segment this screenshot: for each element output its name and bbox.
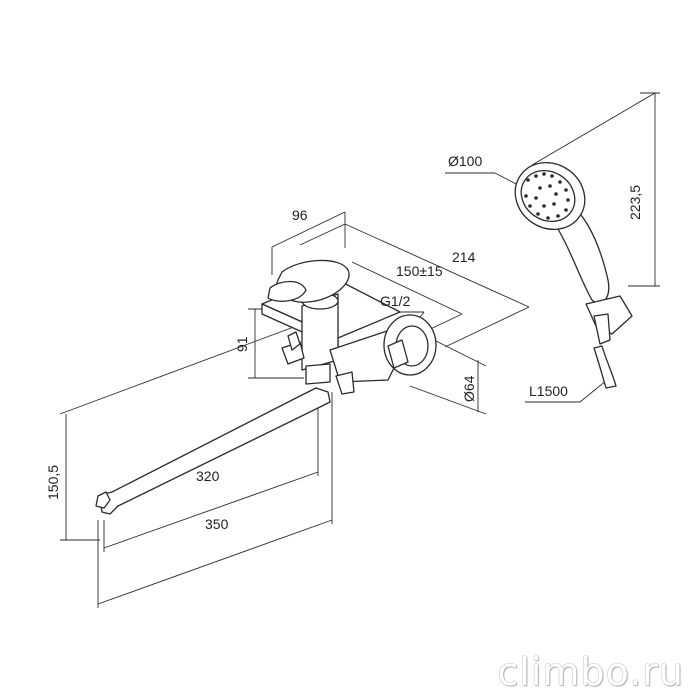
dim-96: 96 — [292, 207, 308, 223]
dim-350: 350 — [205, 516, 229, 532]
dim-91: 91 — [234, 336, 250, 352]
dim-150-15: 150±15 — [396, 263, 443, 279]
shower-nozzles — [524, 172, 570, 220]
dim-150-5: 150,5 — [45, 465, 61, 500]
dimension-lines — [59, 92, 660, 608]
dim-g12: G1/2 — [380, 293, 411, 309]
dim-100: Ø100 — [448, 153, 482, 169]
hand-shower — [514, 161, 633, 389]
dim-214: 214 — [452, 249, 476, 265]
dim-223-5: 223,5 — [627, 185, 643, 220]
dim-l1500: L1500 — [529, 383, 568, 399]
watermark: climbo.ru — [497, 650, 684, 694]
faucet-body — [95, 259, 437, 515]
dimension-labels: 96 214 150±15 G1/2 91 Ø64 150,5 320 350 … — [45, 153, 643, 532]
dim-64: Ø64 — [461, 375, 477, 402]
dim-320: 320 — [196, 468, 220, 484]
